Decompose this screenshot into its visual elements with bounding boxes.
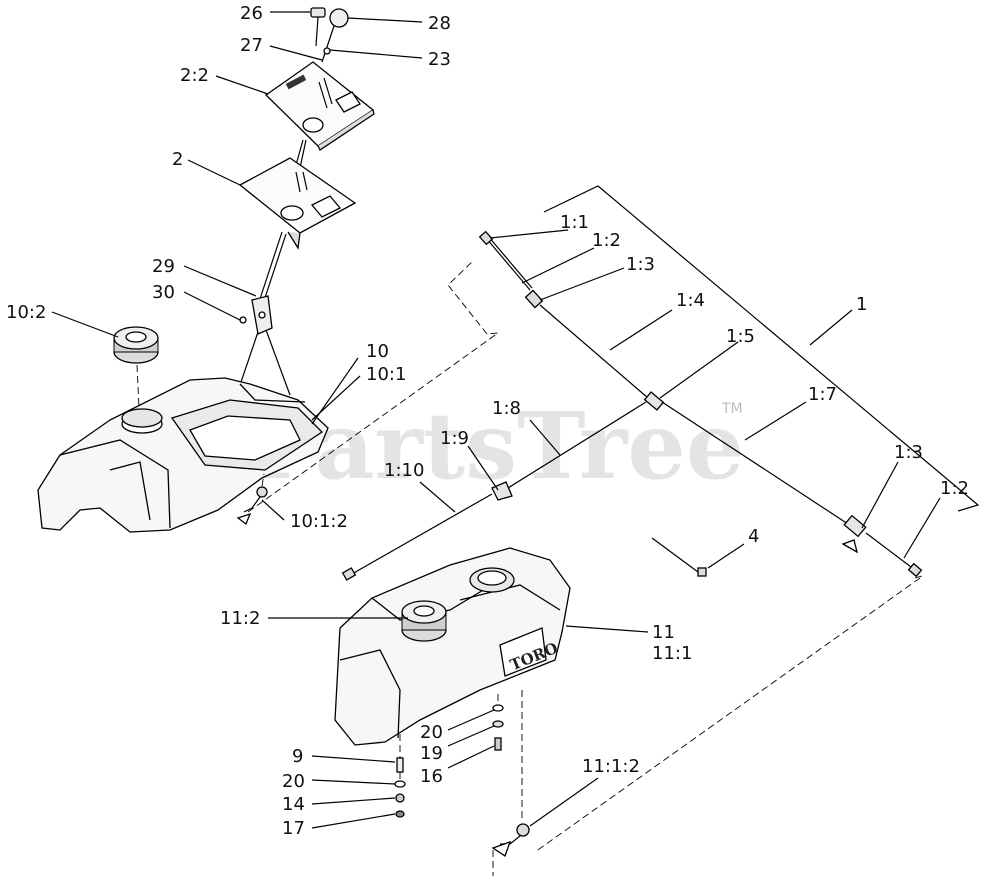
- fuel-tank-10: [37, 377, 329, 533]
- callout-17: 17: [282, 818, 305, 839]
- panel-plate-2-2: [264, 61, 375, 151]
- callout-10-2: 10:2: [6, 302, 46, 323]
- callout-11: 11: [652, 622, 675, 643]
- callout-29: 29: [152, 256, 175, 277]
- callout-11-1: 11:1: [652, 643, 692, 664]
- callout-26: 26: [240, 3, 263, 24]
- washer-20a: [492, 704, 504, 712]
- washer-19: [492, 720, 504, 728]
- callout-28: 28: [428, 13, 451, 34]
- shutoff-valve-bracket-29: [251, 295, 273, 335]
- washer-23: [323, 47, 331, 55]
- watermark-trademark: TM: [721, 401, 743, 417]
- screw-30: [239, 316, 247, 324]
- screw-16: [494, 737, 502, 751]
- callout-1-3-top: 1:3: [626, 254, 655, 275]
- fuel-cap-10-2: [113, 326, 159, 364]
- callout-10: 10: [366, 341, 389, 362]
- callout-1-5: 1:5: [726, 326, 755, 347]
- callout-11-1-2: 11:1:2: [582, 756, 640, 777]
- callout-10-1-2: 10:1:2: [290, 511, 348, 532]
- callout-2: 2: [172, 149, 183, 170]
- bushing-9: [396, 757, 404, 773]
- control-knob-26: [310, 7, 326, 47]
- callout-1-9: 1:9: [440, 428, 469, 449]
- fuel-fitting-11-1-2: [491, 690, 530, 876]
- callout-1-2-bottom: 1:2: [940, 478, 969, 499]
- cable-tie-4: [651, 537, 707, 577]
- callout-11-2: 11:2: [220, 608, 260, 629]
- callout-1-7: 1:7: [808, 384, 837, 405]
- callout-1-1: 1:1: [560, 212, 589, 233]
- washer-20b: [394, 780, 406, 788]
- callout-20-bottom: 20: [282, 771, 305, 792]
- callout-30: 30: [152, 282, 175, 303]
- callout-9: 9: [292, 746, 303, 767]
- fuel-tank-11: TORO: [334, 547, 571, 746]
- callout-1-3-bottom: 1:3: [894, 442, 923, 463]
- callout-19: 19: [420, 743, 443, 764]
- nut-17: [395, 810, 405, 818]
- callout-23: 23: [428, 49, 451, 70]
- callout-27: 27: [240, 35, 263, 56]
- callout-2-2: 2:2: [180, 65, 209, 86]
- callout-4: 4: [748, 526, 759, 547]
- fuel-fitting-10-1-2: [236, 486, 268, 526]
- spacer-14: [395, 793, 405, 803]
- callout-1-8: 1:8: [492, 398, 521, 419]
- callout-1-4: 1:4: [676, 290, 705, 311]
- callout-1-10: 1:10: [384, 460, 424, 481]
- leader-lines: [51, 11, 941, 829]
- callout-1: 1: [856, 294, 867, 315]
- callout-1-2-top: 1:2: [592, 230, 621, 251]
- callout-14: 14: [282, 794, 305, 815]
- fuel-cap-11-2: [401, 600, 447, 642]
- panel-plate-2: [238, 157, 357, 250]
- callout-10-1: 10:1: [366, 364, 406, 385]
- watermark-text: PartsTree: [248, 392, 744, 500]
- fuel-line-kit-1: [341, 230, 923, 581]
- callout-16: 16: [420, 766, 443, 787]
- callout-20-top: 20: [420, 722, 443, 743]
